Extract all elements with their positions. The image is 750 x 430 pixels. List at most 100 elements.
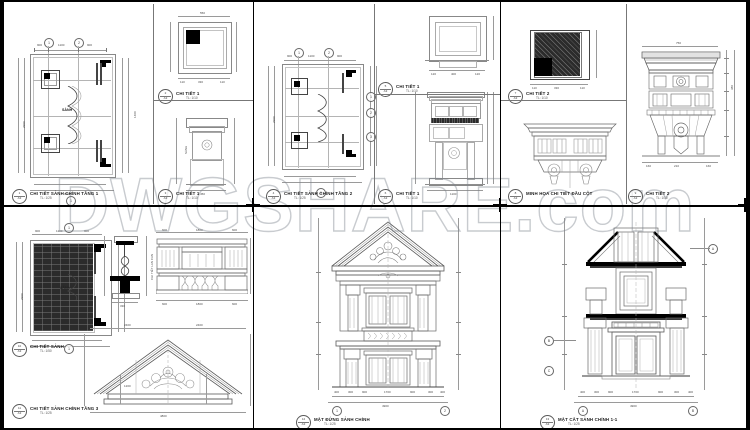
dim-text: 300 — [594, 390, 600, 394]
panel-chi-tiet-2-capital: 750 — [630, 38, 745, 198]
column-symbol-inner — [44, 137, 57, 150]
wall-segment — [96, 63, 98, 85]
cornice — [429, 96, 483, 101]
caption-panel-2: 2 A3 CHI TIẾT 1 TL: 1/10 — [158, 89, 199, 104]
dim-text: 600 — [162, 228, 168, 232]
grid-bubble-2: 2 — [324, 48, 334, 58]
panel-minh-hoa-dau-cot — [510, 108, 630, 193]
panel-subdivider — [374, 4, 375, 204]
wall-fill — [94, 318, 101, 326]
panel-subdivider — [153, 4, 154, 204]
dim-text: 900 — [35, 229, 41, 233]
dim-text: 1400 — [133, 111, 137, 118]
wall-fill — [346, 70, 352, 77]
level-marker: B — [544, 336, 554, 346]
baluster-profile — [120, 256, 130, 276]
dim-text: 330 — [554, 86, 560, 90]
caption-panel-7: 7 A3 CHI TIẾT 2 TL: 1/10 — [508, 89, 549, 104]
caption-scale: TL: 1/10 — [186, 96, 198, 100]
dimension-line — [318, 218, 319, 390]
dimension-line — [128, 58, 129, 173]
dim-text: 2900 — [272, 116, 276, 123]
caption-scale: TL: 1/10 — [536, 96, 548, 100]
dim-text: 380 — [730, 84, 734, 90]
grid-bubble-2: 2 — [440, 406, 450, 416]
dim-text: 400 — [440, 390, 446, 394]
tile-hatch — [33, 243, 93, 331]
moulding-profile — [317, 94, 327, 142]
detail-outline-inner — [435, 22, 481, 56]
detail-bubble: 7 A3 — [508, 89, 523, 104]
caption-scale: TL: 1/10 — [406, 196, 418, 200]
caption-title: CHI TIẾT 1 — [396, 84, 420, 89]
panel-column-elevation: 1100 — [405, 86, 505, 206]
panel-balustrade-section: CHI TIẾT LAN CAN 330 — [96, 230, 156, 312]
room-label: SẢNH — [60, 286, 71, 290]
grid-bubble-2: 2 — [74, 38, 84, 48]
mid-band — [429, 124, 483, 142]
grid-bubble-b: B — [688, 406, 698, 416]
sheet-border-bottom — [0, 428, 750, 430]
dim-text: 450 — [200, 192, 206, 196]
panel-base-detail: 120 400 120 — [405, 8, 505, 80]
dentil-band — [431, 118, 479, 123]
dim-text: 110 — [580, 86, 585, 90]
panel-pedestal-elevation: SẢNH 450 — [160, 108, 250, 203]
panel-divider-horizontal — [0, 205, 750, 207]
dim-text: 160 — [646, 164, 652, 168]
dim-text: 300 — [428, 390, 434, 394]
column-fill — [44, 73, 50, 79]
caption-title: CHI TIẾT 1 — [176, 91, 200, 96]
building-section-drawing — [582, 222, 690, 390]
dim-text: 900 — [658, 390, 664, 394]
caption-title: MINH HỌA CHI TIẾT ĐẦU CỘT — [526, 191, 593, 196]
dim-text: 1200 — [124, 384, 131, 388]
dim-text: 1700 — [384, 390, 391, 394]
wall-segment — [100, 63, 102, 85]
dimension-line — [30, 190, 114, 191]
dim-text: 2900 — [22, 121, 26, 128]
detail-bubble: 11 A3 — [12, 404, 27, 419]
dim-text: 600 — [232, 302, 238, 306]
caption-scale: TL: 1/10 — [186, 196, 198, 200]
cap-top — [186, 118, 228, 128]
panel-chi-tiet-1-plan: 550 110 330 110 — [160, 8, 250, 88]
dim-text: 4900 — [382, 404, 389, 408]
dim-text: 600 — [232, 228, 238, 232]
base — [429, 178, 483, 186]
caption-panel-9: 9 A3 CHI TIẾT 2 TL: 1/10 — [628, 189, 669, 204]
wall-fill — [346, 150, 352, 157]
dimension-line — [726, 50, 727, 156]
caption-panel-8: 8 A3 MINH HỌA CHI TIẾT ĐẦU CỘT — [508, 189, 593, 204]
detail-bubble: 9 A3 — [628, 189, 643, 204]
capital-illustration-drawing — [523, 123, 617, 188]
dimension-line — [176, 118, 177, 184]
dim-text: 550 — [200, 11, 206, 15]
sheet-border-left — [0, 0, 4, 430]
caption-scale: TL: 1/10 — [406, 89, 418, 93]
frieze-panel — [435, 106, 449, 117]
caption-panel-3: 3 A3 CHI TIẾT 1 TL: 1/10 — [158, 189, 199, 204]
dim-text: 750 — [676, 41, 682, 45]
dim-text: 1800 — [196, 302, 203, 306]
grid-bubble-1: 1 — [44, 38, 54, 48]
frieze-panel — [463, 106, 477, 117]
dim-text: 120 — [475, 72, 481, 76]
panel-subdivider — [500, 100, 626, 101]
panel-divider-vertical — [500, 0, 501, 430]
dim-text: 110 — [532, 86, 537, 90]
panel-chi-tiet-sanh-chinh-tang-2: 1 2 900 1100 900 2900 1 2 3 — [262, 8, 392, 203]
dimension-line — [90, 328, 246, 329]
dim-text: 330 — [198, 80, 204, 84]
wall-fill — [94, 244, 101, 252]
caption-title: CHI TIẾT SẢNH CHÍNH TẦNG 2 — [284, 191, 353, 196]
dim-text: 300 — [674, 390, 680, 394]
dim-text: 1100 — [308, 54, 315, 58]
wall-segment — [96, 140, 98, 162]
detail-bubble: 2 A3 — [158, 89, 173, 104]
registration-mark — [493, 198, 507, 212]
dim-text: 400 — [688, 390, 694, 394]
base-fill — [110, 276, 140, 281]
caption-scale: TL: 1/25 — [40, 196, 52, 200]
dim-text: 1100 — [58, 43, 65, 47]
